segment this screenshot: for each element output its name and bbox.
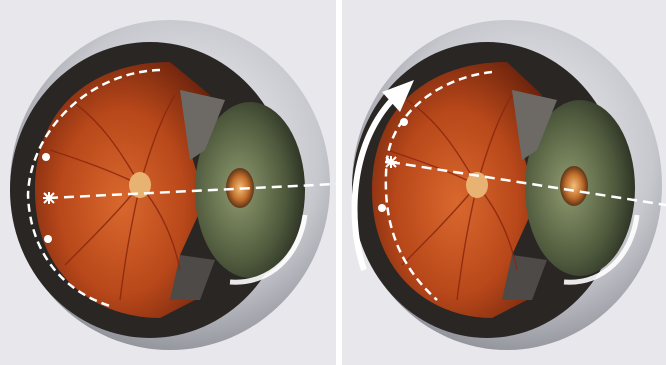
dot-marker-lower (44, 235, 52, 243)
pupil (560, 166, 588, 206)
eye-illustration-right (342, 0, 666, 365)
dot-marker-upper (42, 153, 50, 161)
dot-marker-upper (400, 118, 408, 126)
asterisk-marker (43, 192, 55, 204)
dot-marker-lower (378, 204, 386, 212)
asterisk-marker (385, 156, 397, 168)
eye-illustration-left (0, 0, 336, 365)
